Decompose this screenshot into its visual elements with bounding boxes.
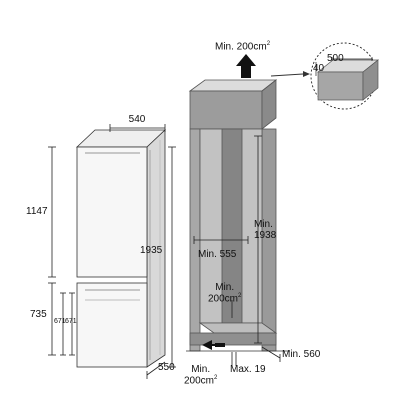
inner-width-label: Min. 555	[198, 249, 237, 260]
fridge-dimension-lines	[48, 124, 176, 379]
fridge-lower-height-label: 735	[30, 309, 47, 320]
fridge-width-label: 540	[128, 114, 146, 125]
bottom-vent-arrow	[202, 340, 222, 350]
detail-depth-label: 40	[313, 63, 325, 74]
detail-width-label: 500	[327, 53, 344, 64]
cabinet-drawing	[186, 79, 290, 352]
top-vent-arrow	[236, 54, 256, 78]
gap-label: Max. 19	[230, 364, 266, 375]
airflow-arrows	[202, 54, 256, 350]
detail-inset	[310, 42, 379, 110]
fridge-door-right-label: 671	[65, 318, 77, 325]
bottom-vent-label: Min. 200cm2	[184, 364, 218, 387]
fridge-upper-height-label: 1147	[26, 206, 48, 217]
fridge-depth-label: 550	[158, 362, 175, 373]
back-vent-label: Min. 200cm2	[208, 282, 242, 305]
fridge-drawing	[75, 129, 167, 368]
fridge-door-left-label: 671	[54, 318, 66, 325]
cabinet-dimension-lines	[193, 71, 310, 366]
inner-height-label: Min. 1938	[254, 219, 277, 241]
top-vent-label: Min. 200cm2	[215, 41, 271, 53]
cabinet-depth-label: Min. 560	[282, 349, 321, 360]
fridge-total-height-label: 1935	[140, 245, 163, 256]
